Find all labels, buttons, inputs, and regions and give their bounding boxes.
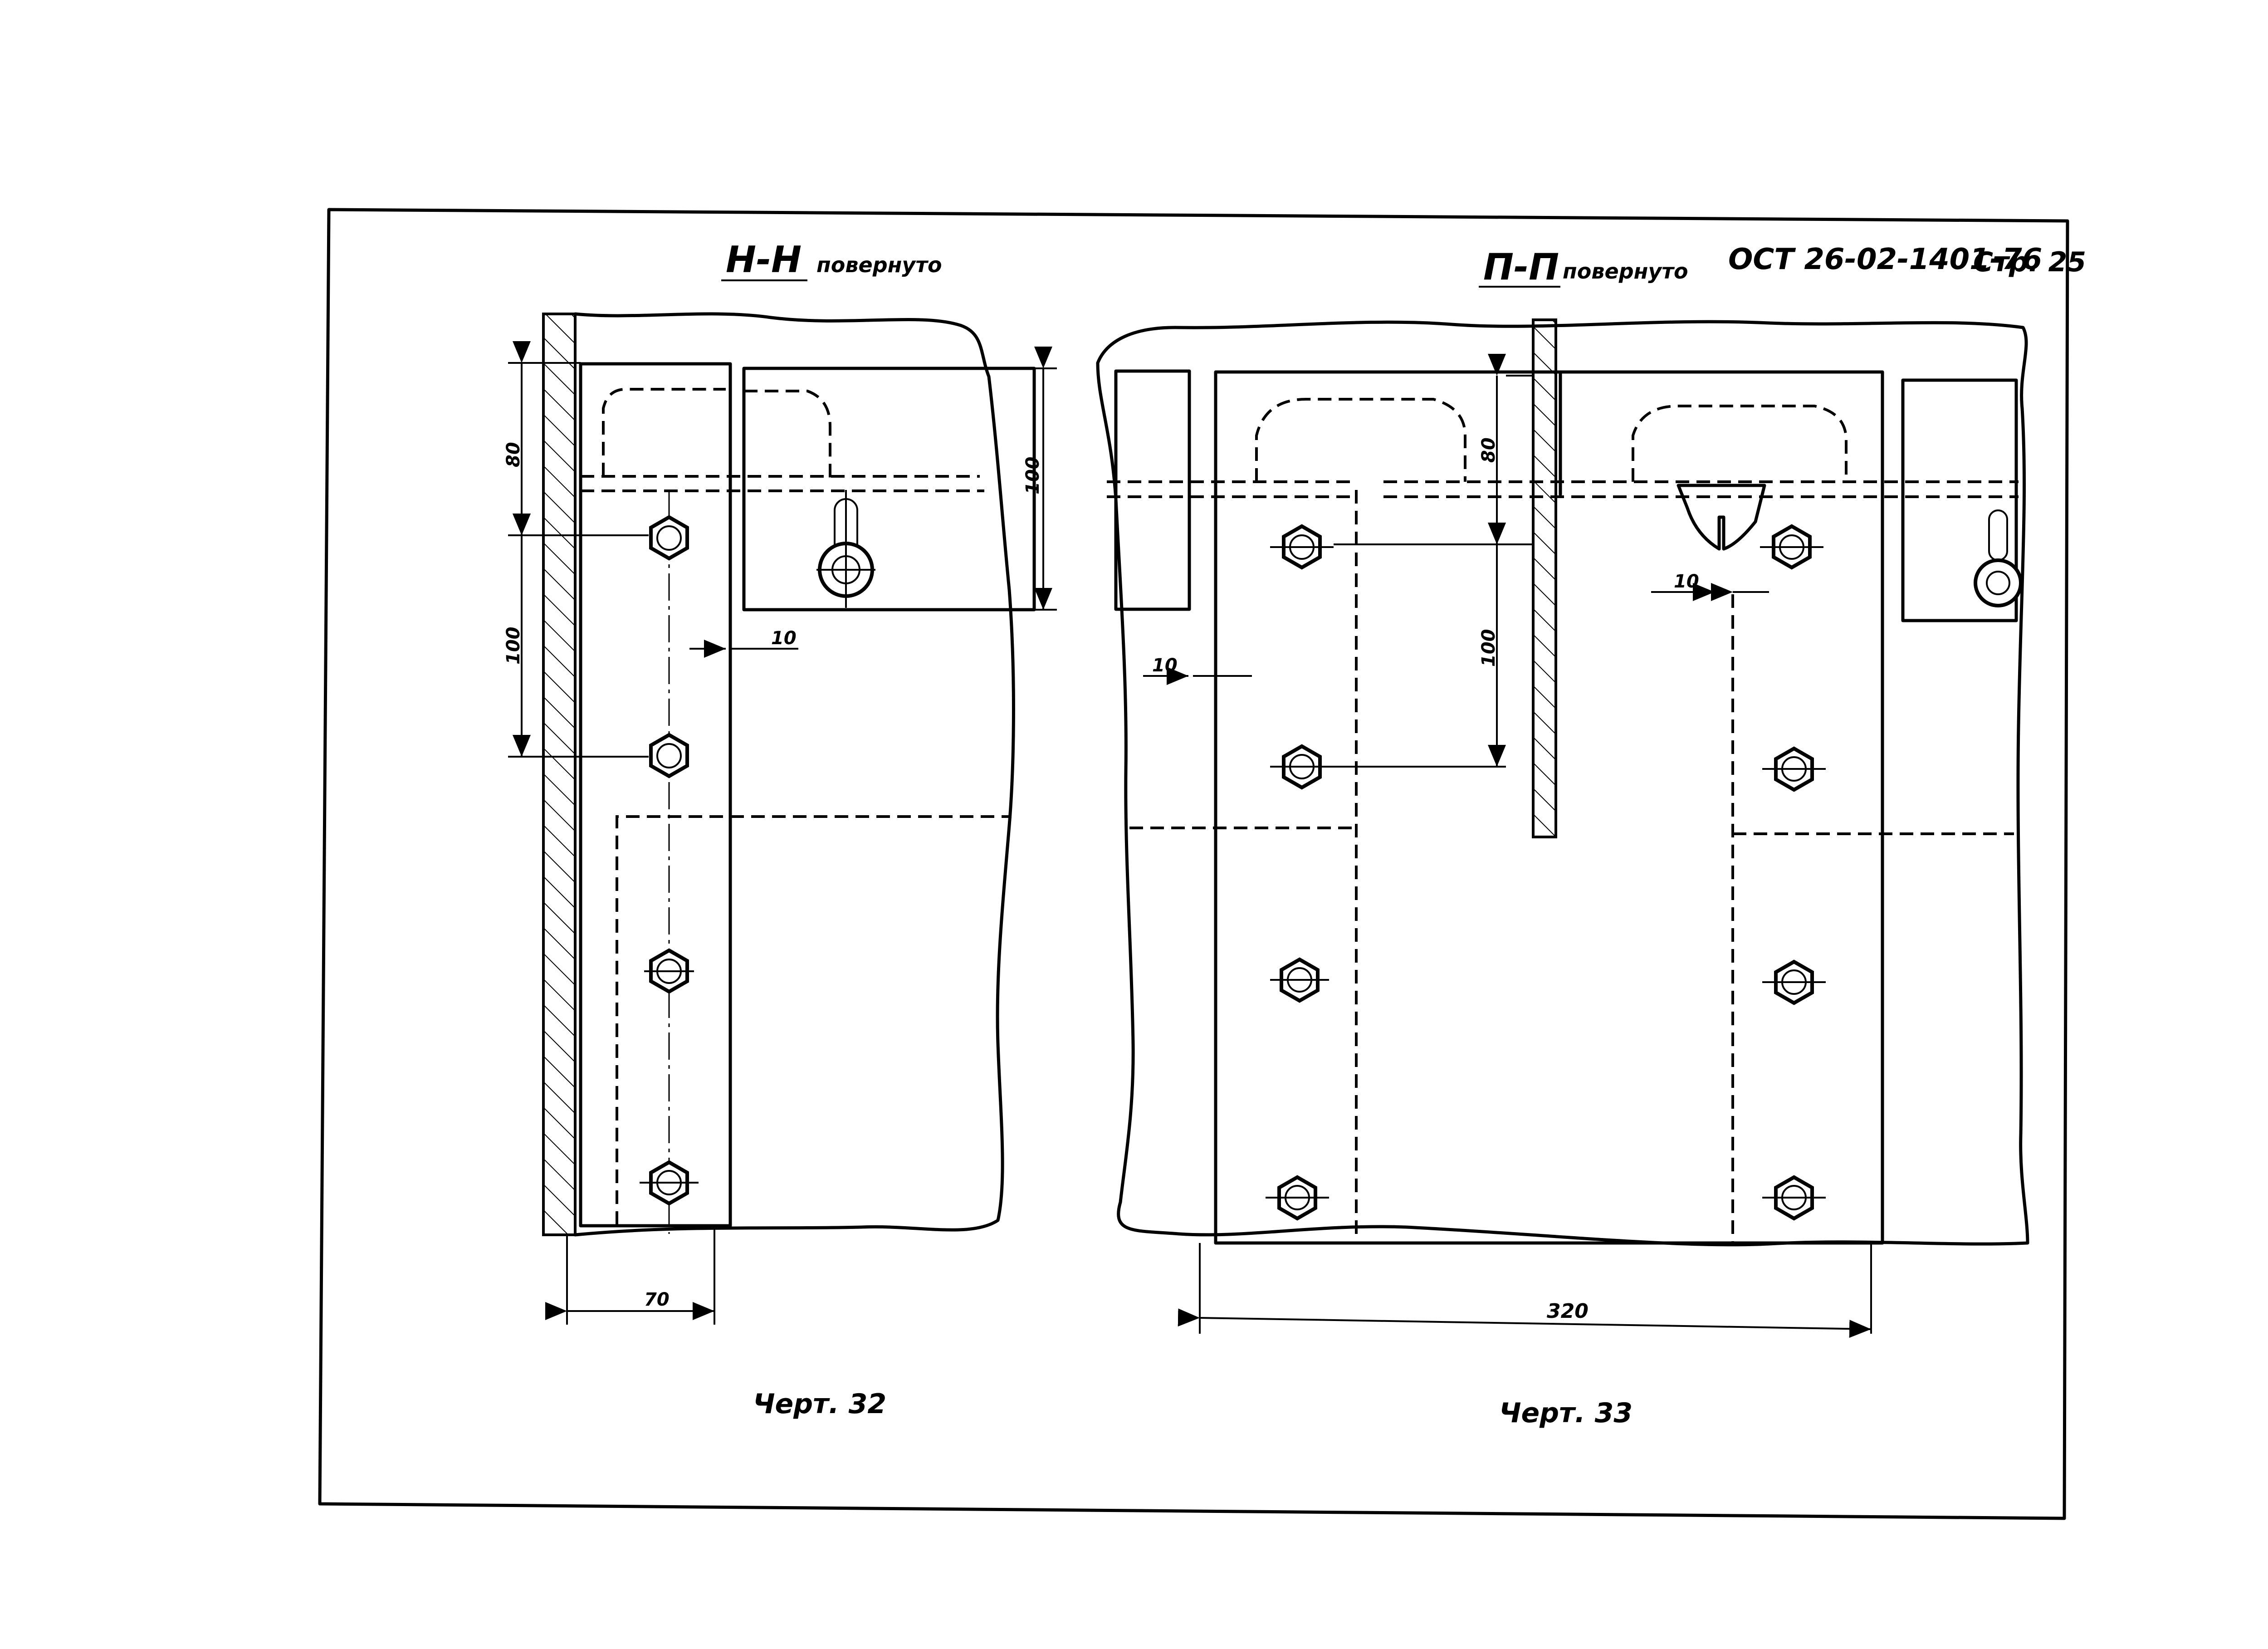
dim-right-100: 100 [1478,629,1499,667]
dim-left-80: 80 [503,442,524,467]
left-section-label: Н-Н [726,239,802,281]
dashed-strip-left [1129,490,1358,1234]
left-rotated-label: повернуто [816,253,942,277]
header-standard: ОСТ 26-02-1401-76 [1728,243,2042,276]
center-cut [1677,484,1766,551]
right-view [1096,318,2029,1338]
dim-right-10b: 10 [1674,571,1699,592]
latch-right-icon [1974,509,2023,607]
dashed-bracket-2 [1632,405,1848,482]
dim-right-80: 80 [1478,437,1499,463]
break-outline-right [1096,320,2029,1247]
dashed-bracket-1 [1255,398,1466,482]
break-outline-left [573,312,1015,1237]
right-caption: Черт. 33 [1499,1397,1633,1429]
latch-icon [816,490,875,608]
fin-hatched [1532,318,1557,838]
bolt-4 [640,1160,699,1206]
dim-left-100a: 100 [503,627,524,665]
dim-left-10: 10 [771,628,797,649]
bolt-1 [649,515,689,561]
right-rotated-label: повернуто [1563,259,1688,284]
dashed-line-top [581,475,984,492]
bolt-3 [644,948,694,994]
dashed-strip-right [1731,594,2014,1243]
header-page: Стр. 25 [1973,246,2086,278]
dashed-bracket [744,390,831,481]
side-block-left [1114,369,1191,611]
side-block-right [1901,378,2018,622]
wall-hatched [542,313,577,1236]
bolt-r8 [1762,1175,1826,1221]
bolt-r4 [1266,1175,1329,1221]
plate-strip [579,362,732,1228]
bolt-r1 [1270,524,1334,570]
bolt-r5 [1760,524,1823,570]
right-section-label: П-П [1483,246,1559,288]
dashed-profile [602,388,1012,1225]
bolt-r2 [1270,744,1334,790]
bolt-r3 [1270,957,1329,1003]
dim-right-320: 320 [1547,1300,1589,1323]
bolt-r7 [1762,959,1826,1005]
bolt-r6 [1762,746,1826,792]
dim-left-100b: 100 [1022,457,1043,495]
left-caption: Черт. 32 [753,1388,886,1420]
dim-right-10a: 10 [1152,655,1178,676]
bolt-2 [649,733,689,778]
left-view [508,312,1057,1325]
dim-left-70: 70 [644,1289,670,1310]
sheet-frame [318,208,2069,1520]
